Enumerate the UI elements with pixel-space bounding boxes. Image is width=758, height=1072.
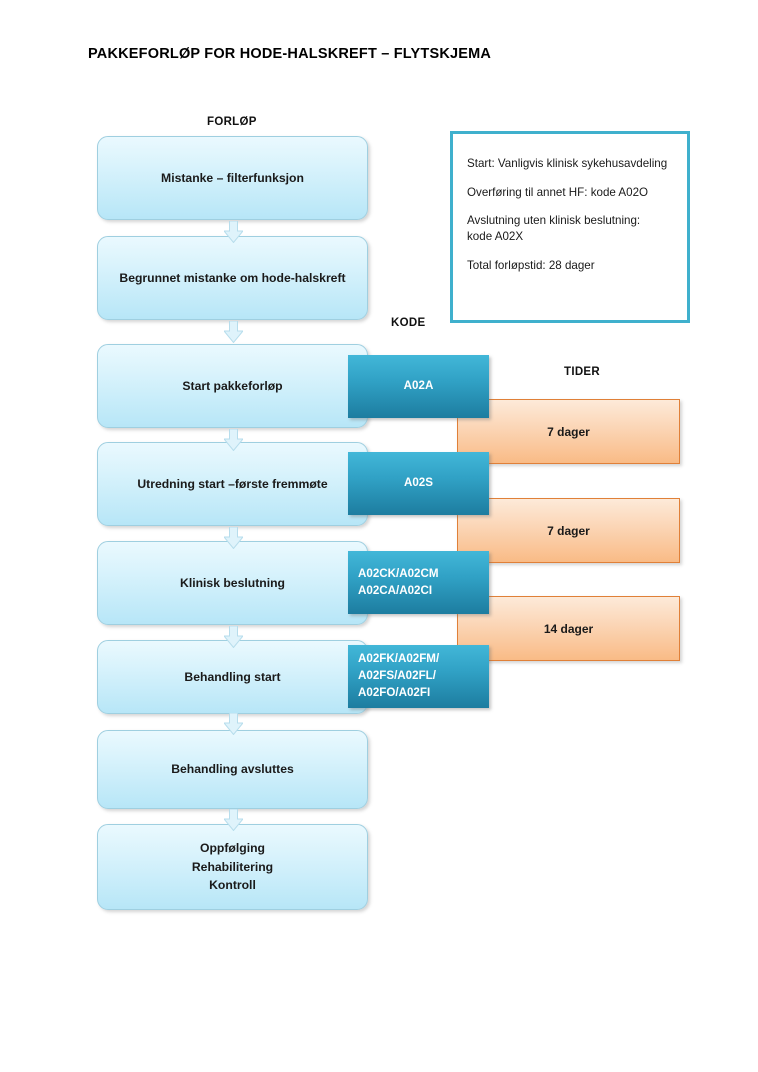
- info-box: Start: Vanligvis klinisk sykehusavdeling…: [450, 131, 690, 323]
- page-title: PAKKEFORLØP FOR HODE-HALSKREFT – FLYTSKJ…: [88, 46, 492, 62]
- time-label: 7 dager: [547, 424, 590, 439]
- info-line-avslutning: Avslutning uten klinisk beslutning: kode…: [467, 214, 641, 243]
- info-line-start: Start: Vanligvis klinisk sykehusavdeling: [467, 157, 668, 170]
- flow-step-utredning-start[interactable]: Utredning start –første fremmøte: [97, 442, 368, 526]
- time-label: 7 dager: [547, 523, 590, 538]
- time-box-14-dager[interactable]: 14 dager: [457, 596, 680, 661]
- flow-step-klinisk-beslutning[interactable]: Klinisk beslutning: [97, 541, 368, 625]
- code-label: A02CK/A02CM A02CA/A02CI: [358, 566, 439, 597]
- flow-step-mistanke-filterfunksjon[interactable]: Mistanke – filterfunksjon: [97, 136, 368, 220]
- flow-arrow-3: [224, 429, 243, 451]
- column-header-forlop: FORLØP: [207, 116, 257, 128]
- flow-step-label: Start pakkeforløp: [182, 378, 283, 393]
- code-box-a02c-group[interactable]: A02CK/A02CM A02CA/A02CI: [348, 551, 489, 614]
- flow-step-oppfolging-rehabilitering-kontroll[interactable]: Oppfølging Rehabilitering Kontroll: [97, 824, 368, 910]
- flow-step-label: Mistanke – filterfunksjon: [161, 170, 304, 185]
- code-box-a02a[interactable]: A02A: [348, 355, 489, 418]
- column-header-kode: KODE: [391, 317, 426, 329]
- code-box-a02s[interactable]: A02S: [348, 452, 489, 515]
- flow-arrow-2: [224, 321, 243, 343]
- code-box-a02f-group[interactable]: A02FK/A02FM/ A02FS/A02FL/ A02FO/A02FI: [348, 645, 489, 708]
- flow-step-label: Behandling avsluttes: [171, 762, 294, 777]
- time-box-7-dager-2[interactable]: 7 dager: [457, 498, 680, 563]
- flow-step-label: Oppfølging Rehabilitering Kontroll: [191, 840, 274, 893]
- flow-step-begrunnet-mistanke[interactable]: Begrunnet mistanke om hode-halskreft: [97, 236, 368, 320]
- code-label: A02FK/A02FM/ A02FS/A02FL/ A02FO/A02FI: [358, 652, 440, 699]
- code-label: A02A: [403, 379, 434, 393]
- flow-step-label: Behandling start: [184, 669, 281, 684]
- time-box-7-dager-1[interactable]: 7 dager: [457, 399, 680, 464]
- column-header-tider: TIDER: [564, 366, 600, 378]
- flow-arrow-6: [224, 713, 243, 735]
- flow-arrow-7: [224, 809, 243, 831]
- flow-arrow-5: [224, 626, 243, 648]
- flow-step-start-pakkeforlop[interactable]: Start pakkeforløp: [97, 344, 368, 428]
- info-line-overforing: Overføring til annet HF: kode A02O: [467, 185, 649, 199]
- flow-step-label: Utredning start –første fremmøte: [137, 476, 328, 491]
- flow-step-behandling-start[interactable]: Behandling start: [97, 640, 368, 714]
- flow-step-behandling-avsluttes[interactable]: Behandling avsluttes: [97, 730, 368, 809]
- flow-arrow-1: [224, 221, 243, 243]
- info-line-total-forlopstid: Total forløpstid: 28 dager: [467, 258, 595, 272]
- flow-arrow-4: [224, 527, 243, 549]
- flow-step-label: Begrunnet mistanke om hode-halskreft: [119, 270, 346, 285]
- flow-step-label: Klinisk beslutning: [180, 575, 285, 590]
- code-label: A02S: [403, 476, 433, 490]
- time-label: 14 dager: [543, 621, 594, 636]
